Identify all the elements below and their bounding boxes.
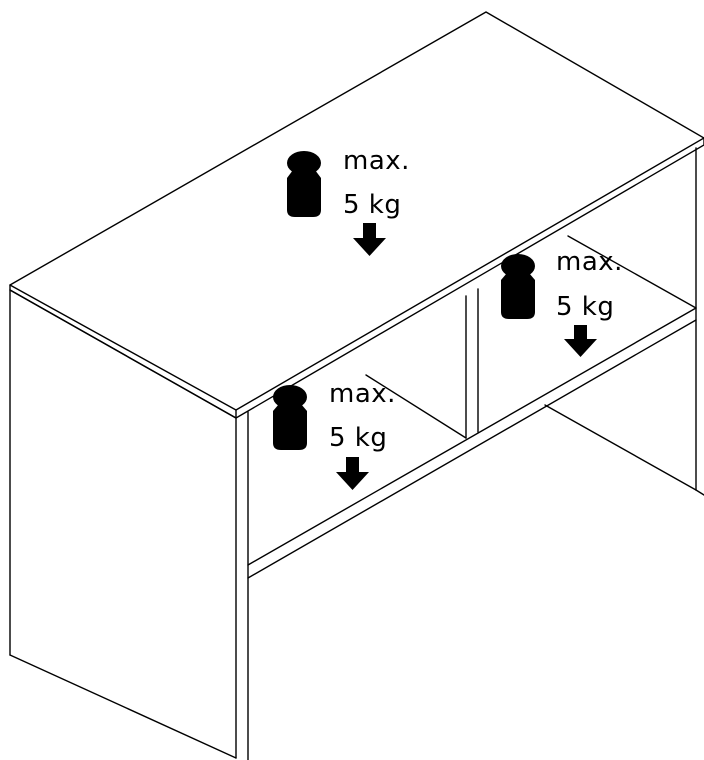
load-limit-label-line1: max. xyxy=(329,379,396,409)
right-side-panel xyxy=(544,147,704,496)
load-limit-label-line1: max. xyxy=(343,146,410,176)
load-marker-upper-right: max. 5 kg xyxy=(501,247,623,357)
down-arrow-icon xyxy=(353,223,386,256)
down-arrow-icon xyxy=(336,457,369,490)
load-marker-lower-left: max. 5 kg xyxy=(273,379,396,490)
left-side-panel xyxy=(9,289,249,760)
weight-icon xyxy=(287,151,321,217)
shelf-compartments xyxy=(247,235,697,579)
weight-icon xyxy=(501,254,535,319)
down-arrow-icon xyxy=(564,325,597,357)
load-limit-label-line1: max. xyxy=(556,247,623,277)
weight-icon xyxy=(273,385,307,450)
load-limit-label-line2: 5 kg xyxy=(343,190,401,220)
load-marker-top: max. 5 kg xyxy=(287,146,410,256)
load-limit-label-line2: 5 kg xyxy=(556,292,614,322)
load-limit-label-line2: 5 kg xyxy=(329,423,387,453)
